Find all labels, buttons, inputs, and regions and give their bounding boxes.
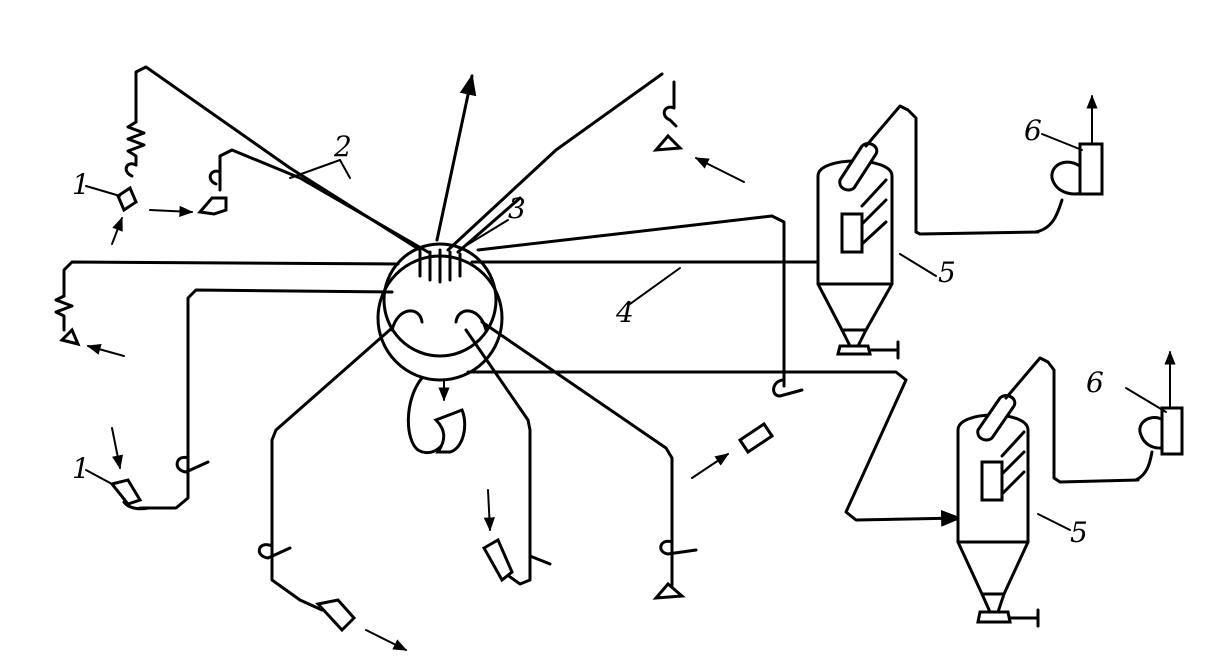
label-1-top: 1 <box>72 168 90 201</box>
label-1-bottom: 1 <box>72 452 90 485</box>
station-1-top-inlet-arrow <box>111 216 123 245</box>
left-lines <box>54 260 400 510</box>
small-hopper-top-left <box>149 196 228 217</box>
label-1-top-leader <box>85 185 121 197</box>
spring-coil-top <box>126 120 146 167</box>
cyclone-5-top <box>816 104 1040 360</box>
label-6-top-leader <box>1041 133 1083 151</box>
label-2-leader-b <box>339 159 351 179</box>
bottom-lines <box>257 320 698 651</box>
small-hopper-top-right <box>652 80 745 183</box>
spring-coil-left <box>54 294 74 332</box>
exhaust-arrow <box>435 73 477 242</box>
distributor-inner-ring <box>382 242 498 358</box>
label-4: 4 <box>615 296 634 329</box>
cyclone-5-bottom <box>956 356 1140 628</box>
label-3: 3 <box>508 192 526 225</box>
label-5-bottom-leader <box>1037 513 1071 531</box>
label-6-bottom: 6 <box>1086 366 1104 399</box>
inlet-tubes <box>418 248 462 284</box>
label-1-bottom-leader <box>85 469 113 485</box>
label-5-top: 5 <box>938 256 956 289</box>
label-5-bottom: 5 <box>1070 516 1088 549</box>
station-1-bottom <box>85 427 150 511</box>
label-3-leader <box>461 219 509 249</box>
station-1-top <box>85 185 138 245</box>
label-6-bottom-leader <box>1125 387 1167 413</box>
inner-hook-left <box>390 309 424 332</box>
bottom-hopper <box>406 376 467 455</box>
fan-6-top <box>1034 94 1104 234</box>
right-lines <box>461 214 963 527</box>
inner-hook-right <box>454 309 488 332</box>
line-group-2 <box>124 65 664 254</box>
label-2: 2 <box>333 130 352 163</box>
label-5-top-leader <box>899 253 937 277</box>
label-2-leader-a <box>289 159 341 179</box>
fan-6-bottom <box>1125 350 1184 482</box>
label-4-leader <box>629 267 681 305</box>
central-distributor <box>376 242 504 382</box>
station-1-bottom-inlet-arrow <box>111 427 124 470</box>
label-6-top: 6 <box>1024 114 1042 147</box>
